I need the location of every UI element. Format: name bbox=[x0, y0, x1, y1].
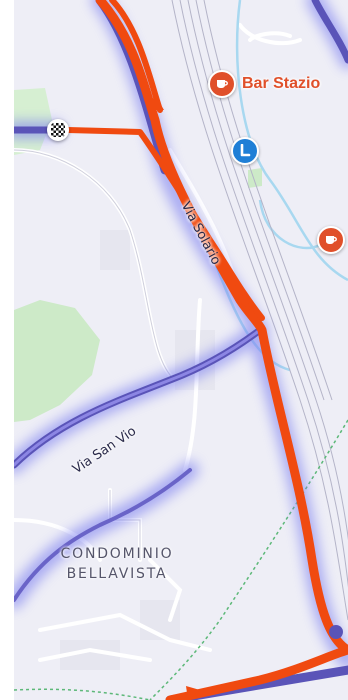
coffee-cup-icon bbox=[208, 70, 236, 98]
railway bbox=[171, 0, 348, 621]
route-arrow-icon bbox=[186, 686, 200, 700]
route-arrow-icon bbox=[147, 95, 164, 110]
park-area bbox=[248, 168, 262, 188]
map-canvas[interactable]: Bar Stazio Via Solario Via San Vio CONDO… bbox=[14, 0, 348, 700]
route-arrow-icon bbox=[237, 292, 250, 310]
transit-stop-icon bbox=[231, 137, 259, 165]
footpath bbox=[149, 419, 348, 700]
checkered-flag-icon[interactable] bbox=[47, 119, 69, 141]
area-label-line: CONDOMINIO bbox=[60, 546, 174, 562]
footpath bbox=[14, 688, 151, 700]
poi-label: Bar Stazio bbox=[242, 75, 321, 92]
poi-bar-stazio[interactable]: Bar Stazio bbox=[208, 70, 320, 98]
route-arrows bbox=[147, 95, 250, 700]
area-label-line: BELLAVISTA bbox=[66, 566, 168, 582]
poi-cafe[interactable] bbox=[317, 226, 345, 254]
poi-transit-stop[interactable] bbox=[231, 137, 259, 165]
junction bbox=[329, 625, 343, 639]
area-label-condominio-bellavista: CONDOMINIO BELLAVISTA bbox=[42, 544, 192, 584]
map-layer bbox=[14, 0, 348, 700]
water-channel bbox=[208, 0, 348, 372]
park-area bbox=[14, 300, 100, 422]
coffee-cup-icon bbox=[317, 226, 345, 254]
